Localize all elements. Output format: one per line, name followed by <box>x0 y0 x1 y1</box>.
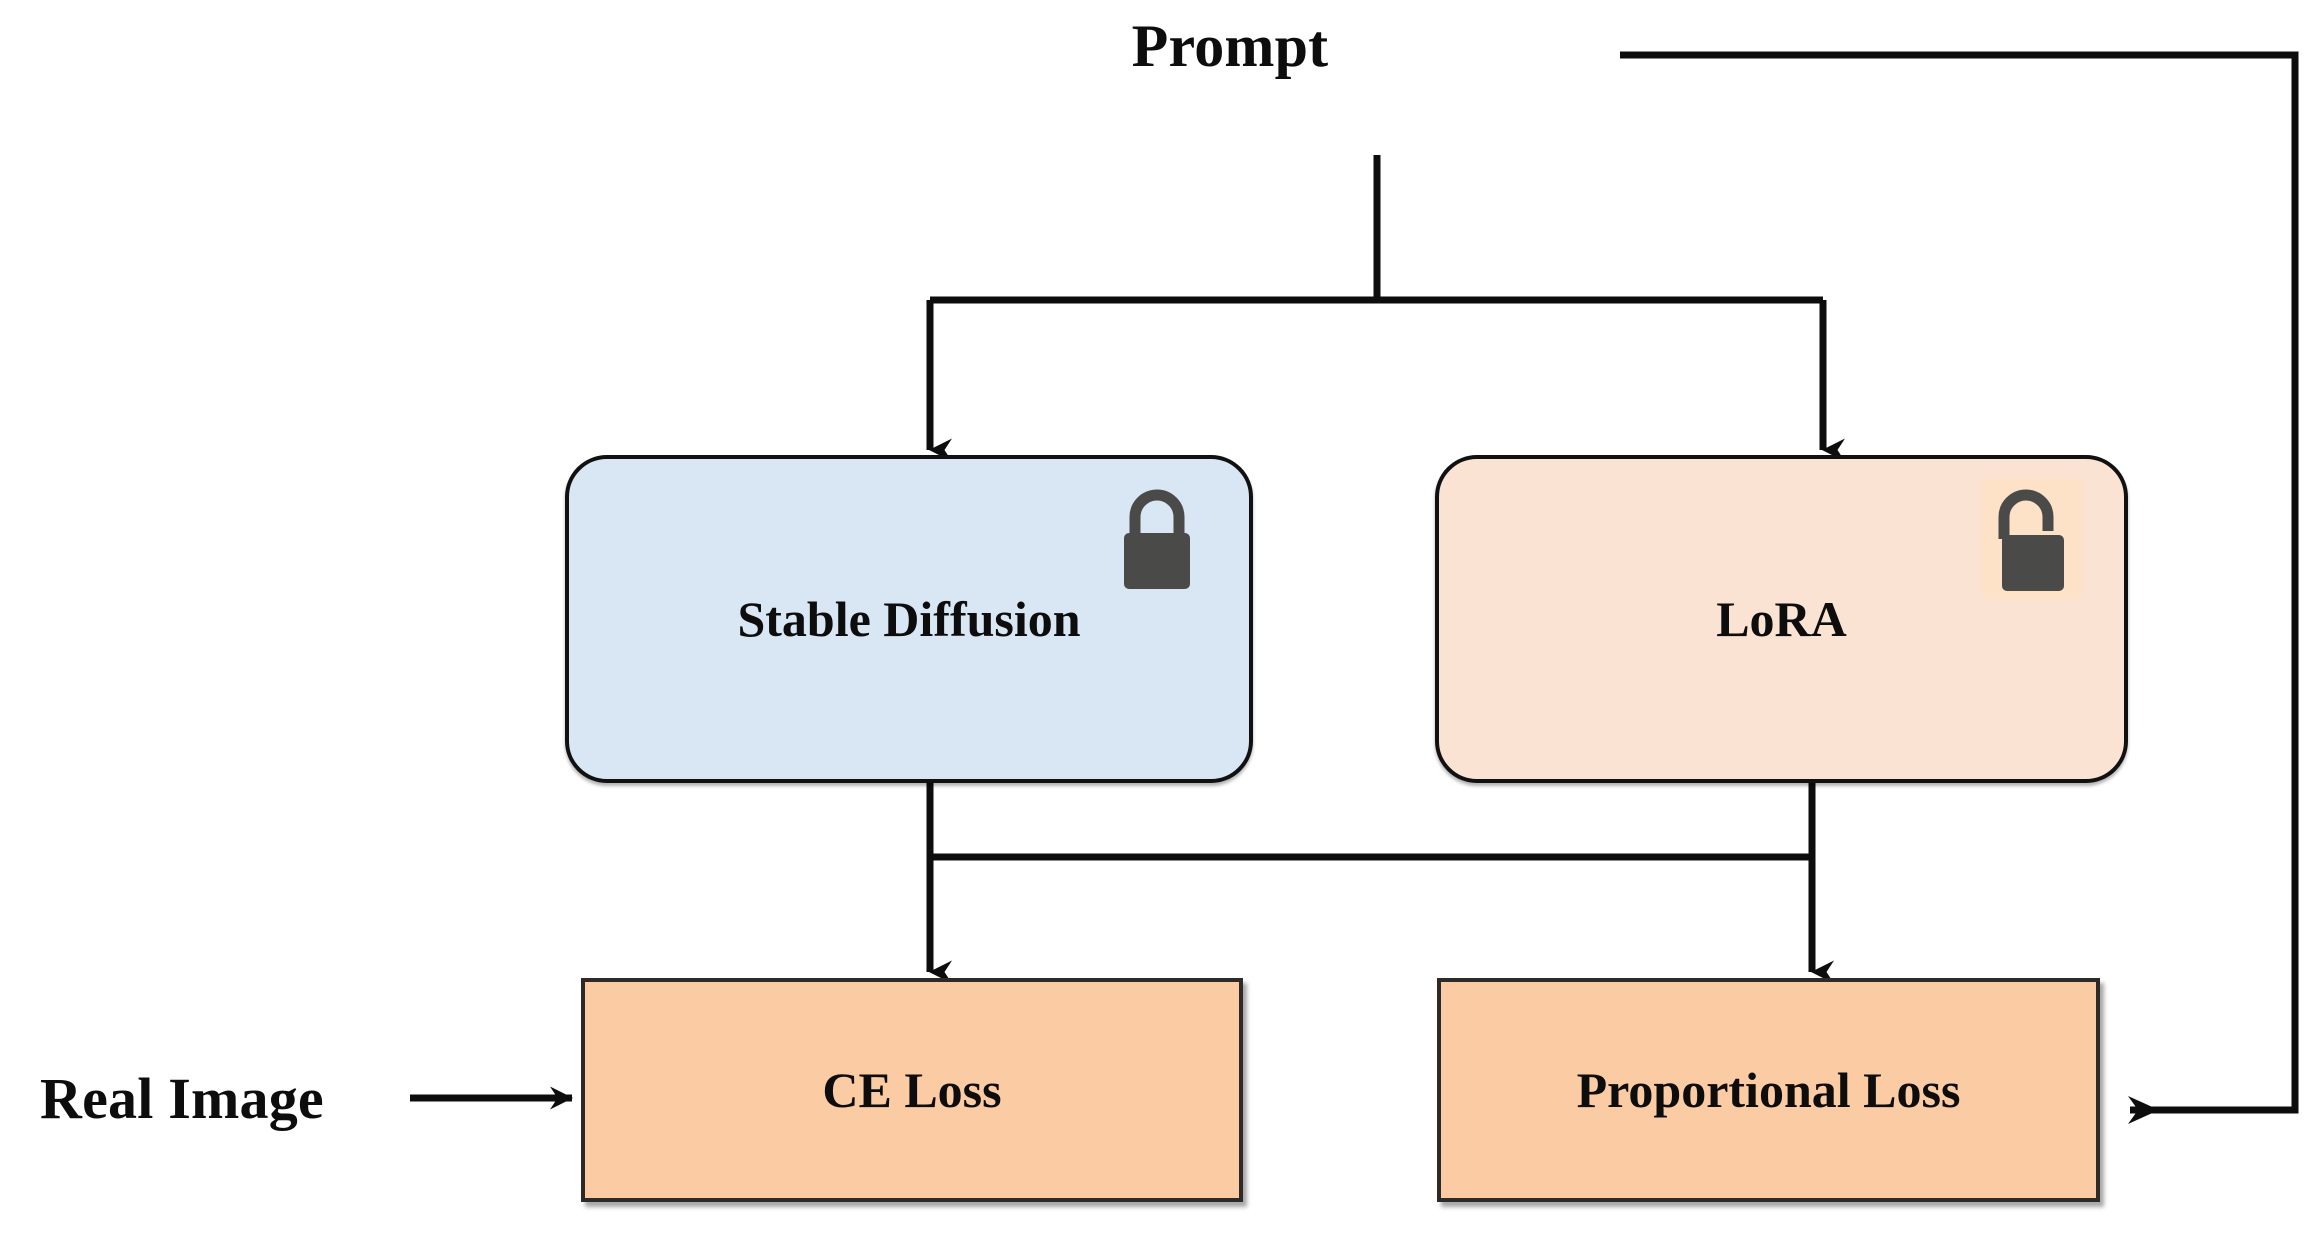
node-label-lora: LoRA <box>1716 591 1847 647</box>
lock-open-icon <box>1982 479 2082 599</box>
node-stable-diffusion[interactable]: Stable Diffusion <box>565 455 1253 783</box>
node-lora[interactable]: LoRA <box>1435 455 2128 783</box>
lock-closed-icon <box>1109 483 1205 595</box>
node-ce-loss[interactable]: CE Loss <box>581 978 1243 1202</box>
node-label-proportional-loss: Proportional Loss <box>1576 1062 1961 1118</box>
node-label-stable-diffusion: Stable Diffusion <box>737 591 1081 647</box>
label-real-image: Real Image <box>40 1066 324 1131</box>
page-title-prompt: Prompt <box>1131 13 1329 79</box>
node-proportional-loss[interactable]: Proportional Loss <box>1437 978 2100 1202</box>
node-label-ce-loss: CE Loss <box>822 1062 1002 1118</box>
